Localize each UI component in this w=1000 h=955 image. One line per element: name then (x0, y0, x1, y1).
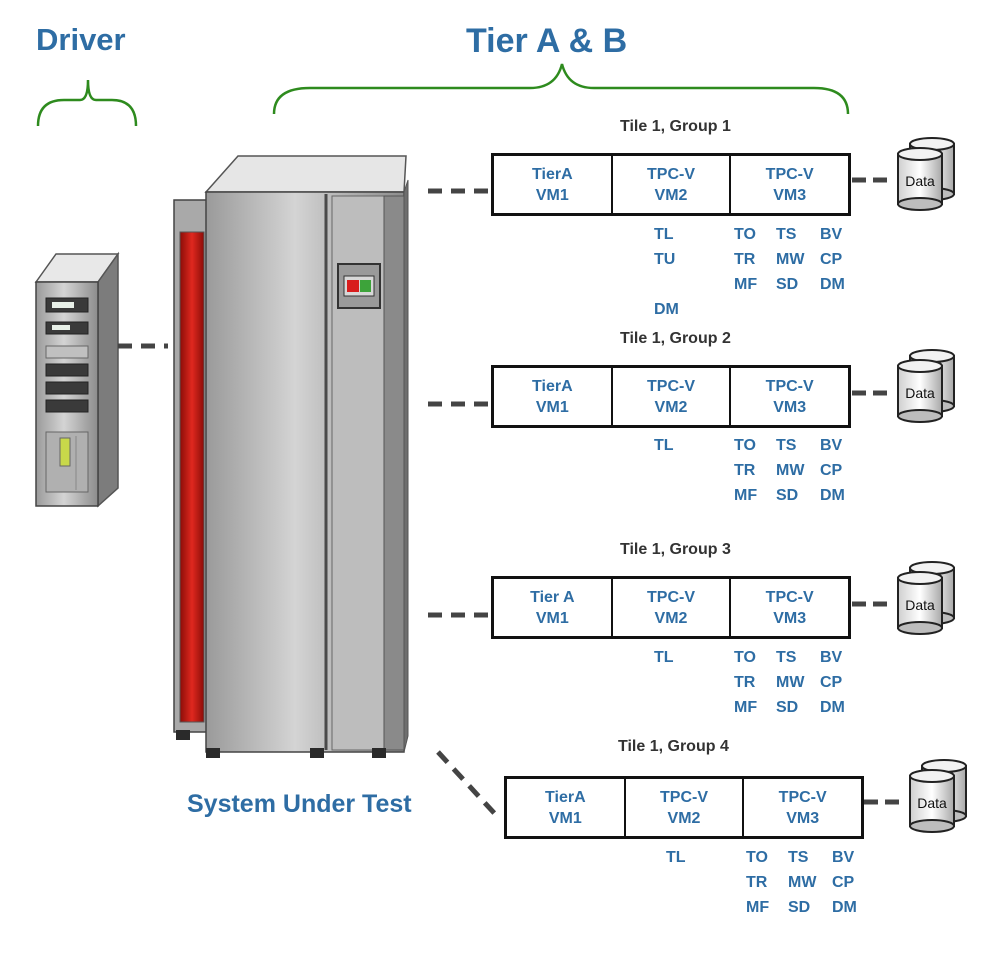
group-4-title: Tile 1, Group 4 (618, 738, 729, 755)
group-3-title: Tile 1, Group 3 (620, 541, 731, 558)
group-2-title: Tile 1, Group 2 (620, 330, 731, 347)
database-label: Data (905, 597, 935, 613)
group-4-connector (436, 750, 498, 817)
database-label: Data (905, 385, 935, 401)
driver-bracket (36, 79, 138, 127)
database-label: Data (905, 173, 935, 189)
driver-heading: Driver (36, 22, 126, 57)
group-3-vm2-services: TL (654, 649, 674, 666)
system-under-test-rack-icon (173, 155, 409, 758)
tier-bracket (272, 63, 850, 115)
database-1-icon: Data (897, 137, 955, 211)
database-3-icon: Data (897, 561, 955, 635)
tier-heading: Tier A & B (466, 22, 628, 60)
database-2-icon: Data (897, 349, 955, 423)
group-4-vm2-services: TL (666, 849, 686, 866)
system-under-test-label: System Under Test (187, 790, 412, 818)
driver-server-icon (34, 251, 120, 508)
database-4-icon: Data (909, 759, 967, 833)
database-label: Data (917, 795, 947, 811)
group-1-title: Tile 1, Group 1 (620, 118, 731, 135)
group-1-vm2-services: TL TU DM (654, 226, 679, 318)
group-2-vm2-services: TL (654, 437, 674, 454)
